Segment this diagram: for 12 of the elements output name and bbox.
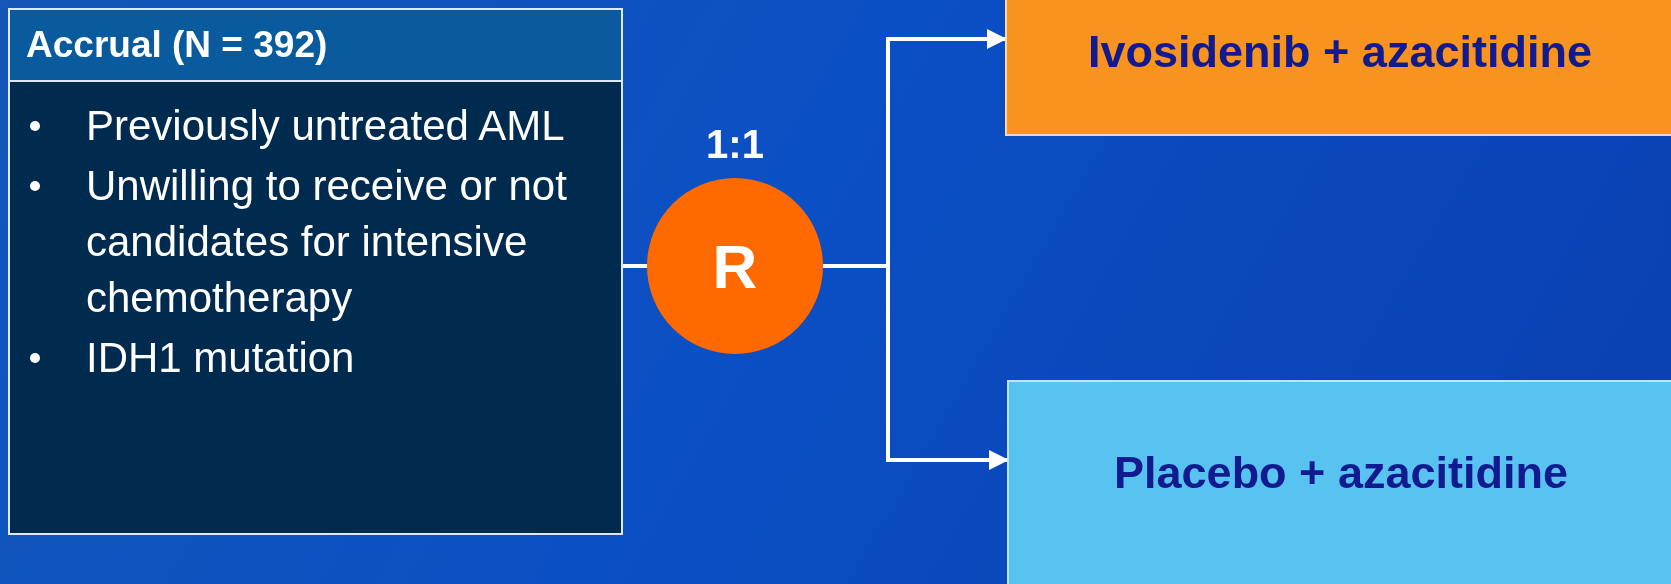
arm-label: Ivosidenib + azacitidine (1088, 25, 1592, 79)
treatment-arm-box (1005, 0, 1671, 136)
circle-label: R (712, 230, 758, 303)
bullet-text: IDH1 mutation (86, 333, 355, 384)
arm-label: Placebo + azacitidine (1114, 446, 1568, 501)
panel-title: Accrual (N = 392) (26, 24, 328, 65)
bullet-text: Previously untreated AML (86, 101, 565, 152)
control-arm-box (1007, 380, 1671, 584)
bullet-text: Unwilling to receive or not candidates for intensive chemotherapy (86, 161, 568, 324)
eligibility-panel (8, 8, 623, 535)
ratio-label: 1:1 (705, 121, 765, 168)
connector-arrow (823, 264, 1009, 470)
